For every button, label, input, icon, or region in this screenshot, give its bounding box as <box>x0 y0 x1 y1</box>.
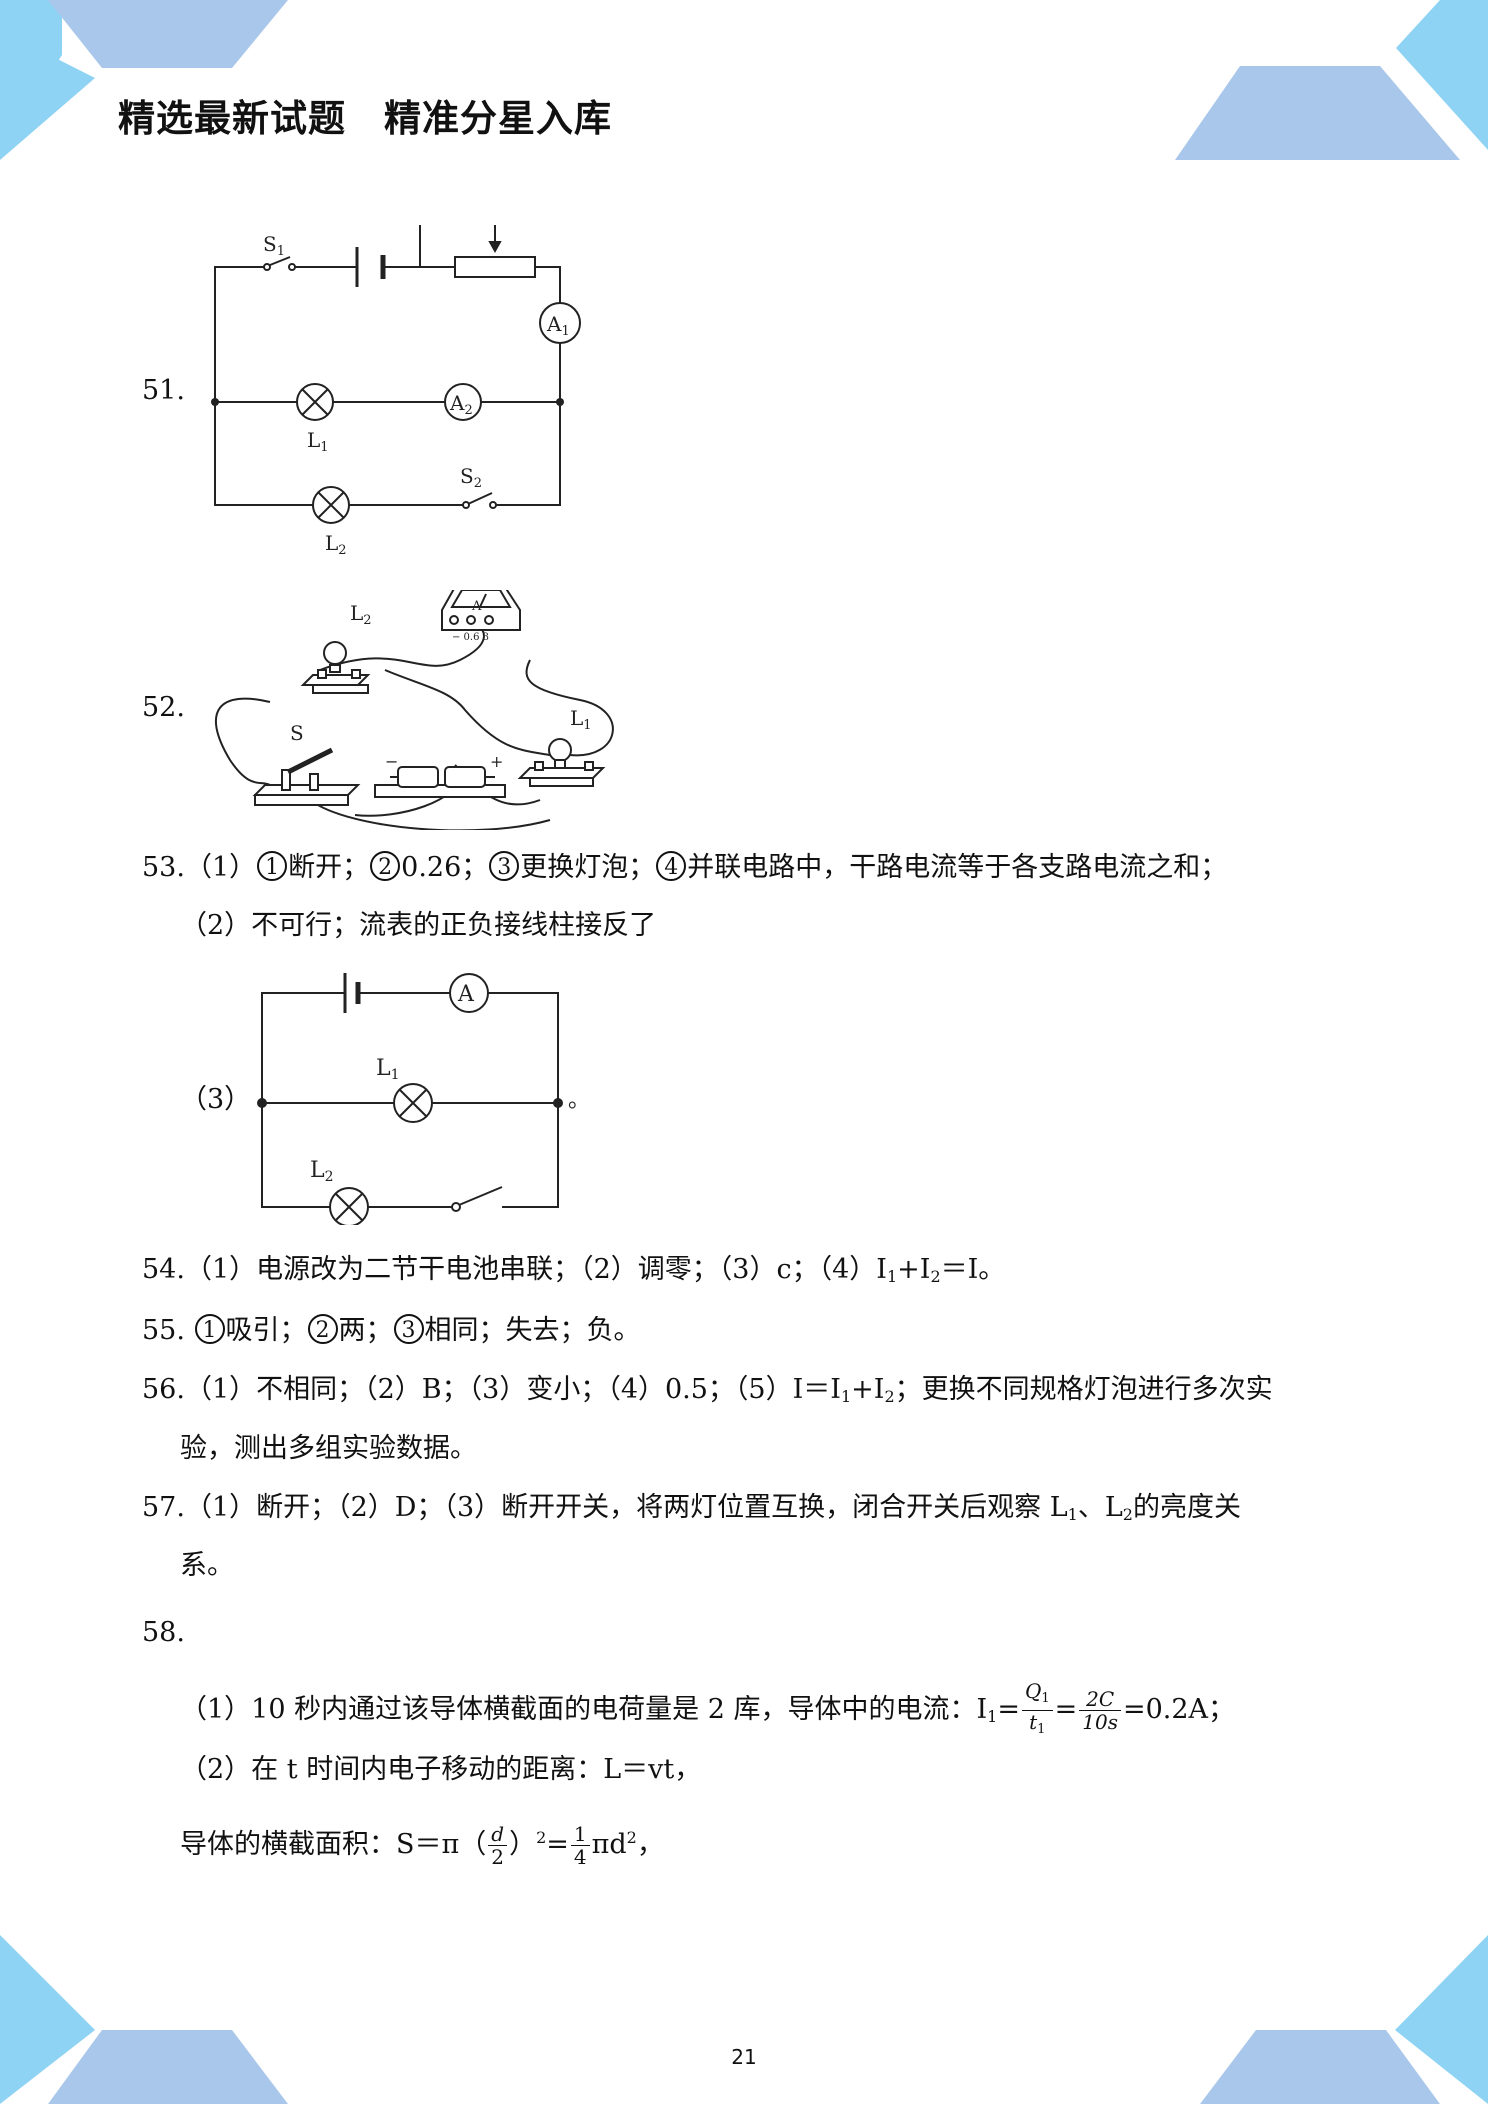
q55-circle-1: 1 <box>194 1314 225 1344</box>
q57-text-b: 、L <box>1077 1492 1123 1523</box>
q53-text-1: 断开； <box>288 852 370 883</box>
q57-line2: 系。 <box>180 1550 234 1581</box>
q58-f3-num: d <box>488 1823 508 1846</box>
q54-text-c: ＝I。 <box>940 1254 1006 1285</box>
header-title-right: 精准分星入库 <box>384 97 612 140</box>
q52-meter-terminals: − 0.6 3 <box>452 632 489 643</box>
q56-line2: 验，测出多组实验数据。 <box>180 1433 477 1464</box>
q53-part3-label: （3） <box>180 1084 252 1115</box>
header-title-left: 精选最新试题 <box>118 97 346 140</box>
q57-line1: 57.（1）断开；（2）D；（3）断开开关，将两灯位置互换，闭合开关后观察 L1… <box>142 1488 1241 1535</box>
q56-text-b: +I <box>851 1374 885 1405</box>
q52-plus-sign: + <box>490 752 503 771</box>
q52-meter-label: A <box>471 599 482 614</box>
q53-line2: （2）不可行；流表的正负接线柱接反了 <box>180 910 657 941</box>
q52-number: 52. <box>142 692 185 723</box>
bottom-right-triangle <box>1395 1935 1488 2104</box>
q52-minus-sign: − <box>385 752 398 771</box>
q53-circle-4: 4 <box>656 851 687 881</box>
q51-label-s1: S1 <box>263 232 285 259</box>
q58-p1-sub: 1 <box>987 1707 998 1726</box>
q54-text-b: +I <box>897 1254 931 1285</box>
q58-f1-den: t1 <box>1029 1710 1046 1737</box>
q55-text-2: 两； <box>338 1315 393 1346</box>
q57-text-a: 57.（1）断开；（2）D；（3）断开开关，将两灯位置互换，闭合开关后观察 L <box>142 1492 1068 1523</box>
q55-text-1: 吸引； <box>225 1315 307 1346</box>
q54-sub-2: 2 <box>930 1267 941 1286</box>
q51-label-l1: L1 <box>307 428 329 455</box>
q53-text-3: 更换灯泡； <box>520 852 656 883</box>
q53-period: 。 <box>568 1088 590 1113</box>
q56-sub-2: 2 <box>884 1387 895 1406</box>
q51-circuit-diagram: S1 A1 A2 L1 S2 L2 <box>211 225 581 558</box>
q56-text-a: 56.（1）不相同；（2）B；（3）变小；（4）0.5；（5）I＝I <box>142 1374 841 1405</box>
q53-text-2: 0.26； <box>401 852 489 883</box>
q56-text-c: ；更换不同规格灯泡进行多次实 <box>894 1374 1273 1405</box>
q52-label-l2: L2 <box>350 601 372 628</box>
q58-f2-num: 2C <box>1079 1688 1121 1711</box>
q58-p3-mid: ） <box>509 1829 537 1860</box>
q53-label-l2: L2 <box>310 1158 334 1185</box>
q52-physical-circuit-diagram: L2 A − 0.6 3 L1 S − + <box>214 590 614 830</box>
q57-text-c: 的亮度关 <box>1132 1492 1241 1523</box>
q56-sub-1: 1 <box>840 1387 852 1406</box>
top-right-triangle <box>1396 0 1488 150</box>
q53-label-a: A <box>457 982 475 1007</box>
q53-number: 53. <box>142 852 185 883</box>
q58-f3-den: 2 <box>491 1845 505 1869</box>
q58-p1-result: =0.2A； <box>1122 1694 1236 1725</box>
q51-number: 51. <box>142 375 185 406</box>
q58-p1-eq: = <box>997 1694 1020 1725</box>
q58-p1-text: （1）10 秒内通过该导体横截面的电荷量是 2 库，导体中的电流：I <box>180 1694 988 1725</box>
q58-f4-num: 1 <box>570 1823 590 1846</box>
q53-text-4: 并联电路中，干路电流等于各支路电流之和； <box>687 852 1228 883</box>
top-right-trapezoid <box>1175 66 1460 160</box>
header-title: 精选最新试题精准分星入库 <box>118 88 612 142</box>
bottom-left-triangle <box>0 1935 95 2104</box>
q53-circuit-diagram: A L1 L2 。 <box>257 973 590 1225</box>
q58-p3-comma: ， <box>636 1829 664 1860</box>
q56-line1: 56.（1）不相同；（2）B；（3）变小；（4）0.5；（5）I＝I1+I2；更… <box>142 1370 1273 1417</box>
q55-circle-3: 3 <box>393 1314 424 1344</box>
q58-number: 58. <box>142 1617 185 1648</box>
top-left-triangle-2 <box>0 30 95 160</box>
q58-p3-eq: = <box>546 1829 569 1860</box>
q54-line: 54.（1）电源改为二节干电池串联；（2）调零；（3）c；（4）I1+I2＝I。 <box>142 1250 1005 1297</box>
q53-part1: （1） <box>184 852 257 883</box>
q58-part2: （2）在 t 时间内电子移动的距离：L＝vt， <box>180 1754 702 1785</box>
q54-sub-1: 1 <box>886 1267 898 1286</box>
q58-f2-den: 10s <box>1082 1710 1118 1734</box>
q58-f1-num: Q1 <box>1021 1680 1053 1711</box>
q55-text-3: 相同；失去；负。 <box>424 1315 641 1346</box>
q58-p3-end: πd <box>591 1829 627 1860</box>
q51-label-s2: S2 <box>460 464 482 491</box>
q53-circle-2: 2 <box>370 851 401 881</box>
q57-sub-1: 1 <box>1067 1505 1078 1524</box>
q53-circle-3: 3 <box>489 851 520 881</box>
q53-circle-1: 1 <box>257 851 288 881</box>
q52-label-s: S <box>290 721 304 745</box>
q54-text-a: 54.（1）电源改为二节干电池串联；（2）调零；（3）c；（4）I <box>142 1254 887 1285</box>
page-number: 21 <box>731 2045 757 2069</box>
q53-label-l1: L1 <box>376 1056 400 1083</box>
q57-sub-2: 2 <box>1122 1505 1133 1524</box>
q52-label-l1: L1 <box>570 706 592 733</box>
q58-p3-sup2: 2 <box>626 1828 637 1847</box>
q58-p3-text: 导体的横截面积：S＝π（ <box>180 1829 487 1860</box>
q55-circle-2: 2 <box>307 1314 338 1344</box>
q58-p3-sup: 2 <box>536 1828 547 1847</box>
q55-number: 55. <box>142 1315 185 1346</box>
top-left-triangle <box>0 0 62 150</box>
top-left-trapezoid <box>48 0 288 68</box>
q51-label-l2: L2 <box>325 531 347 558</box>
q58-f4-den: 4 <box>573 1845 587 1869</box>
